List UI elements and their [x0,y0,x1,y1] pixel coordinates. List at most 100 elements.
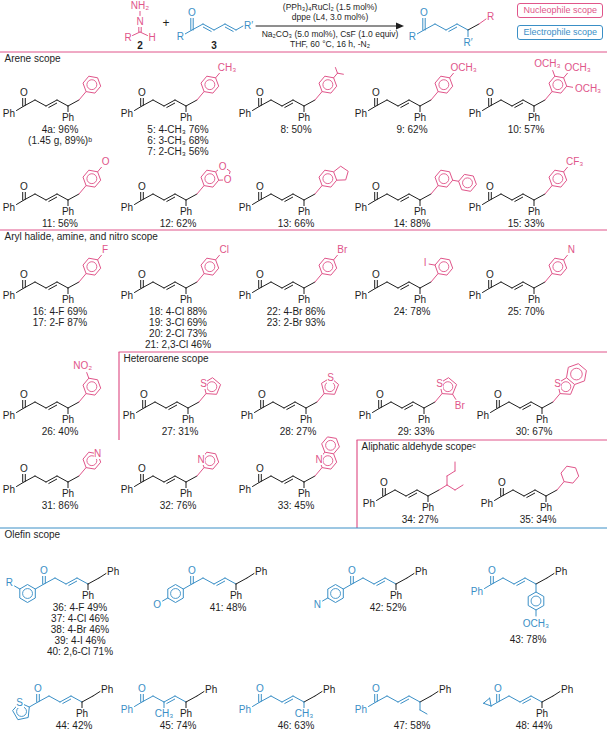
atom-label: Ph [439,684,452,695]
bond [534,194,545,200]
bond [71,696,82,702]
bond [216,255,220,260]
ring [435,76,453,93]
bond [140,32,148,36]
bond [261,192,262,200]
bond [557,482,564,490]
atom-label: I [423,257,427,268]
bond [553,692,560,697]
caption: 11: 56% [42,218,79,229]
bond [485,584,493,589]
bond [315,274,322,282]
double-bond [287,405,295,409]
bond [35,584,44,589]
atom-label: CH₃ [294,708,314,719]
section-heading: Arene scope [4,53,61,64]
bond [512,194,523,200]
atom-label: Ph [61,112,74,123]
bond [293,194,304,200]
bond [545,186,552,194]
bond [447,485,455,490]
bond [17,482,25,487]
aromatic-circle [531,596,541,606]
condition: Na₂CO₃ (5.0 mol%), CsF (1.0 equiv) [261,30,399,39]
aromatic-circle [323,456,333,466]
ring [435,258,453,275]
reaction-arrow [256,26,398,27]
atom-label: O [20,181,29,192]
atom-label: O [258,389,267,400]
bond [263,400,264,408]
atom-label: O [376,389,385,400]
bond [439,485,447,490]
bond [496,694,497,703]
bond [216,73,220,78]
bond [164,194,175,200]
bond [483,200,491,205]
bond [164,100,175,106]
caption: 24: 78% [393,306,431,317]
double-bond [49,103,57,107]
bond [509,696,520,702]
ring [328,585,344,603]
atom-label: OCH₃ [534,58,561,69]
double-bond [405,405,413,409]
double-bond [515,103,523,107]
bond [258,192,259,201]
atom-label: Ph [527,206,540,217]
double-bond [225,27,233,31]
section-rule [0,52,607,53]
bond [190,18,191,31]
double-bond [167,699,175,703]
bond [374,192,375,201]
atom-label: O [256,463,265,474]
bond [501,100,512,106]
bond [197,468,204,476]
caption: 35: 34% [519,514,557,525]
bond [542,402,553,408]
bond [35,194,46,200]
atom-label: Ph [179,488,192,499]
bond [273,402,284,408]
bond [175,100,186,106]
bond [417,490,428,496]
bond [369,106,377,111]
bond [68,282,79,288]
bond [447,471,455,476]
bond [424,24,435,30]
bond [22,400,23,409]
bond [46,194,57,200]
caption: 39: 4-I 46% [54,635,106,646]
atom-label: O [488,565,497,576]
atom-label: Ph [527,112,540,123]
bond [523,194,534,200]
bond [373,408,381,413]
bond [177,402,188,408]
fused-ring [567,364,587,385]
ring [549,258,567,275]
atom-label: Ph [61,414,74,425]
bond [398,100,409,106]
atom-label: Ph [255,566,268,577]
bond [214,578,225,584]
bond [17,106,25,111]
atom-label: O [494,683,503,694]
bond [186,476,197,482]
bond [261,98,262,106]
ring [561,466,579,483]
bond [138,27,139,33]
atom-label: O [153,599,162,610]
bond [337,73,343,74]
bond [175,696,186,702]
atom-label: O [138,87,147,98]
atom-label: Ph [468,202,481,213]
bond [271,194,282,200]
bond [17,200,25,205]
bond [534,100,545,106]
atom-label: Ph [2,410,15,421]
atom-label: Ph [238,704,251,715]
bond [409,696,420,702]
bond [523,282,534,288]
aromatic-circle [171,589,181,599]
double-bond [515,197,523,201]
